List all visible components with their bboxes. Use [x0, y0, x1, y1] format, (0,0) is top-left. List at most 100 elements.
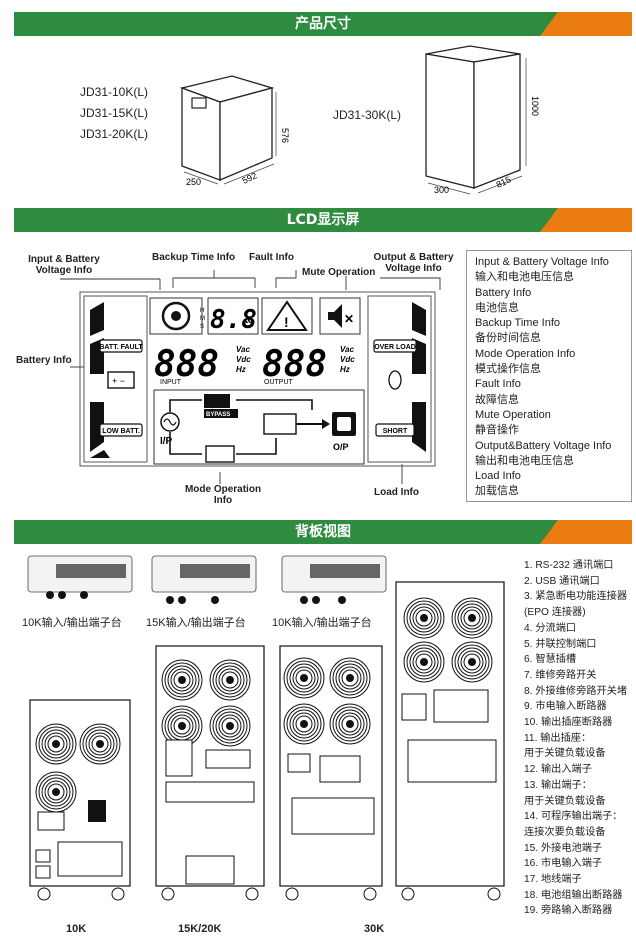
lcd-legend: Input & Battery Voltage Info 输入和电池电压信息 B… — [466, 250, 632, 502]
rear-legend: 1. RS-232 通讯端口 2. USB 通讯端口 3. 紧急断电功能连接器 … — [524, 558, 634, 919]
callout-output-battery: Output & Battery Voltage Info — [373, 252, 454, 274]
callout-mode-operation: Mode Operation Info — [184, 484, 262, 506]
rear-banner: 背板视图 — [14, 520, 632, 544]
unit-caption: 10K — [66, 923, 87, 935]
over-load-label: OVER LOAD — [374, 344, 416, 351]
rear-title: 背板视图 — [295, 524, 351, 540]
svg-text:M: M — [200, 316, 205, 322]
rear-legend-item: 12. 输出入端子 — [524, 764, 592, 776]
unit-caption: 30K — [364, 923, 385, 935]
dimensions-banner: 产品尺寸 — [14, 12, 632, 36]
svg-text:S: S — [200, 324, 204, 330]
rear-legend-item: 8. 外接维修旁路开关堵 — [524, 685, 628, 697]
hms-label: H — [200, 308, 204, 314]
small-depth-dim: 592 — [241, 170, 259, 185]
large-cabinet-drawing: 1000 815 300 — [425, 45, 540, 195]
svg-text:Vac: Vac — [236, 345, 250, 354]
rear-legend-item: (EPO 连接器) — [524, 607, 586, 619]
rear-legend-item: 19. 旁路输入断路器 — [524, 905, 613, 917]
legend-item: Backup Time Info — [475, 317, 560, 330]
small-width-dim: 250 — [186, 177, 201, 187]
callout-mute: Mute Operation — [302, 267, 376, 278]
callout-backup-time: Backup Time Info — [152, 252, 236, 263]
low-batt-label: LOW BATT. — [102, 428, 140, 435]
rear-legend-item: 15. 外接电池端子 — [524, 842, 603, 854]
rear-legend-item: 14. 可程序输出端子： — [524, 811, 623, 823]
rear-legend-item: 10. 输出插座断路器 — [524, 717, 613, 729]
legend-item: 模式操作信息 — [475, 363, 541, 376]
dimensions-title: 产品尺寸 — [295, 16, 351, 32]
rear-legend-item: 用于关键负载设备 — [524, 748, 606, 760]
legend-item: 故障信息 — [475, 393, 519, 406]
legend-item: 加载信息 — [475, 485, 519, 498]
lcd-panel: BATT. FAULT + − LOW BATT. OVER LOAD SHOR… — [60, 270, 441, 484]
time-digits: 8.8 — [210, 305, 257, 335]
rear-legend-item: 用于关键负载设备 — [524, 795, 606, 807]
rear-legend-item: 7. 维修旁路开关 — [524, 669, 597, 681]
input-digits: 888 — [154, 344, 219, 385]
rear-legend-item: 16. 市电输入端子 — [524, 858, 603, 870]
svg-text:Hz: Hz — [236, 365, 246, 374]
legend-item: Input & Battery Voltage Info — [475, 256, 609, 268]
model-label: JD31-15K(L) — [80, 106, 149, 120]
legend-item: 输出和电池电压信息 — [475, 454, 574, 467]
rear-legend-item: 13. 输出端子： — [524, 779, 592, 791]
legend-item: 电池信息 — [475, 301, 519, 314]
svg-text:+ −: + − — [112, 376, 125, 386]
input-label: INPUT — [160, 379, 182, 386]
terminal-caption: 10K输入/输出端子台 — [22, 617, 122, 629]
small-cabinet-drawing: 576 592 250 — [179, 75, 290, 187]
model-label: JD31-10K(L) — [80, 85, 149, 99]
legend-item: Output&Battery Voltage Info — [475, 439, 612, 452]
large-height-dim: 1000 — [530, 96, 540, 116]
legend-item: 静音操作 — [475, 424, 519, 437]
terminal-drawings — [27, 555, 387, 604]
legend-item: Battery Info — [475, 286, 532, 299]
op-label: O/P — [333, 442, 349, 452]
legend-item: Mute Operation — [475, 408, 551, 421]
lcd-banner: LCD显示屏 — [14, 208, 632, 232]
output-digits: 888 — [262, 344, 327, 385]
bypass-label: BYPASS — [206, 412, 230, 418]
large-model-label: JD31-30K(L) — [333, 108, 402, 122]
callout-input-battery: Input & Battery Voltage Info — [28, 254, 100, 276]
callout-load: Load Info — [374, 487, 419, 498]
output-label: OUTPUT — [264, 379, 294, 386]
svg-text:Vac: Vac — [340, 345, 354, 354]
rear-legend-item: 4. 分流端口 — [524, 622, 577, 634]
rear-legend-item: 11. 输出插座： — [524, 732, 592, 744]
legend-item: Load Info — [475, 470, 521, 483]
svg-text:Vdc: Vdc — [236, 355, 251, 364]
ip-label: I/P — [160, 436, 173, 447]
legend-item: 输入和电池电压信息 — [475, 271, 574, 284]
rear-legend-item: 3. 紧急断电功能连接器 — [524, 591, 628, 603]
model-label: JD31-20K(L) — [80, 127, 149, 141]
rear-legend-item: 17. 地线端子 — [524, 874, 582, 886]
callout-battery: Battery Info — [16, 355, 72, 366]
lcd-title: LCD显示屏 — [286, 212, 360, 228]
rear-legend-item: 9. 市电输入断路器 — [524, 701, 607, 713]
rear-legend-item: 连接次要负载设备 — [524, 826, 606, 838]
short-label: SHORT — [383, 428, 408, 435]
legend-item: 备份时间信息 — [475, 332, 541, 345]
batt-fault-label: BATT. FAULT — [99, 344, 143, 351]
terminal-caption: 10K输入/输出端子台 — [272, 617, 372, 629]
rear-legend-item: 1. RS-232 通讯端口 — [524, 560, 614, 571]
rear-legend-item: 6. 智慧插槽 — [524, 654, 577, 666]
small-models: JD31-10K(L) JD31-15K(L) JD31-20K(L) — [80, 82, 148, 145]
legend-item: Fault Info — [475, 378, 521, 391]
large-width-dim: 300 — [434, 185, 449, 195]
legend-item: Mode Operation Info — [475, 347, 576, 360]
rear-legend-item: 18. 电池组输出断路器 — [524, 889, 623, 901]
svg-text:«: « — [244, 311, 252, 327]
rear-legend-item: 5. 并联控制端口 — [524, 638, 597, 650]
small-height-dim: 576 — [280, 128, 290, 143]
unit-caption: 15K/20K — [178, 923, 222, 935]
svg-text:Vdc: Vdc — [340, 355, 355, 364]
svg-text:Hz: Hz — [340, 365, 350, 374]
callout-fault: Fault Info — [249, 252, 294, 263]
svg-text:✕: ✕ — [344, 312, 354, 326]
svg-text:!: ! — [284, 314, 289, 330]
rear-legend-item: 2. USB 通讯端口 — [524, 575, 600, 587]
terminal-caption: 15K输入/输出端子台 — [146, 617, 246, 629]
